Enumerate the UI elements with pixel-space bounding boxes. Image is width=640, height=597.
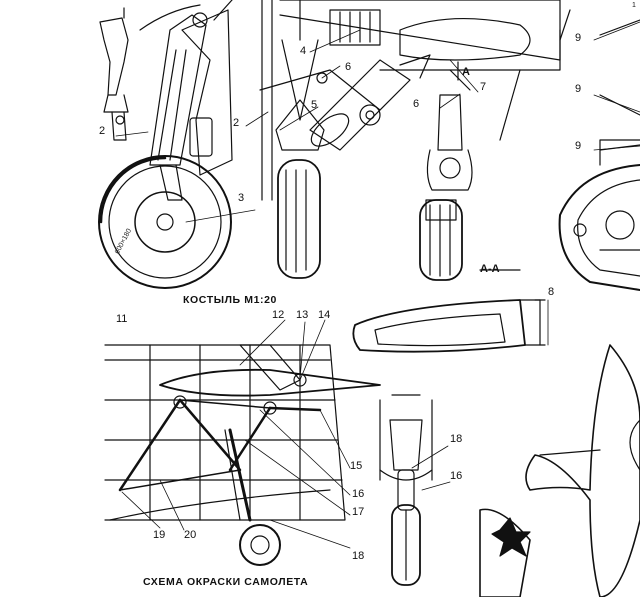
tail-skid-assembly	[104, 344, 381, 566]
callout-2-mid: 2	[233, 117, 240, 129]
callout-6-top: 6	[345, 61, 352, 73]
callout-9-b: 9	[575, 83, 582, 95]
paint-scheme-planform	[479, 344, 640, 597]
section-label-aa: А-А	[480, 263, 500, 275]
callout-6-mid: 6	[413, 98, 420, 110]
caption-tail-skid: КОСТЫЛЬ М1:20	[183, 294, 277, 306]
callout-16-left: 16	[352, 488, 365, 500]
wheel-well-detail	[558, 19, 640, 291]
callout-18-left: 18	[352, 550, 365, 562]
callout-1: 1	[632, 2, 636, 9]
callout-13: 13	[296, 309, 309, 321]
callout-19: 19	[153, 529, 166, 541]
main-gear-front-view	[259, 0, 561, 279]
callout-2-left: 2	[99, 125, 106, 137]
callout-16-right: 16	[450, 470, 463, 482]
main-gear-side-view	[98, 0, 233, 289]
caption-paint-scheme: СХЕМА ОКРАСКИ САМОЛЕТА	[143, 576, 309, 588]
callout-9-c: 9	[575, 140, 582, 152]
callout-4: 4	[300, 45, 307, 57]
callout-3: 3	[238, 192, 245, 204]
callout-7: 7	[480, 81, 487, 93]
callout-14: 14	[318, 309, 331, 321]
callout-17: 17	[352, 506, 365, 518]
callout-5: 5	[311, 99, 318, 111]
callout-11: 11	[116, 313, 128, 325]
callout-20: 20	[184, 529, 197, 541]
section-profile	[352, 269, 546, 353]
callout-12: 12	[272, 309, 285, 321]
tail-wheel-front-view	[379, 394, 433, 586]
callout-15: 15	[350, 460, 363, 472]
leader-lines	[115, 21, 640, 549]
tail-skid-detail	[419, 9, 571, 281]
callout-18-right: 18	[450, 433, 463, 445]
section-mark-a: А	[462, 66, 470, 78]
callout-8: 8	[548, 286, 555, 298]
callout-9-a: 9	[575, 32, 582, 44]
